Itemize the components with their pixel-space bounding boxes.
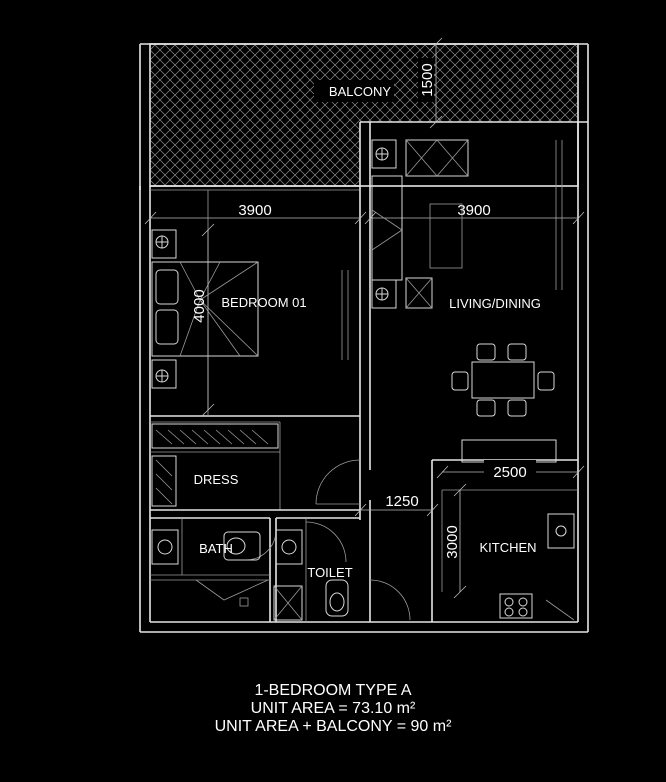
balcony-label: BALCONY (329, 84, 391, 99)
bed (151, 261, 259, 357)
living-width-text: 3900 (457, 202, 490, 219)
living-width-dimension: 3900 (364, 202, 585, 225)
balcony: BALCONY (139, 43, 589, 190)
bath-label: BATH (199, 541, 233, 556)
toilet-label: TOILET (307, 565, 352, 580)
bedroom-depth-dimension: 4000 (191, 223, 215, 417)
kitchen-depth-dimension: 3000 (444, 483, 467, 599)
balcony-depth-dimension: 1500 (418, 37, 443, 129)
kitchen-depth-text: 3000 (444, 525, 461, 558)
bedroom-depth-text: 4000 (191, 289, 208, 322)
living-furniture (371, 139, 469, 309)
unit-walls (139, 122, 589, 633)
bedroom-furniture (151, 229, 259, 389)
corridor-dimension-text: 1250 (385, 493, 418, 510)
kitchen-width-dimension: 2500 (436, 460, 585, 481)
bedroom-label: BEDROOM 01 (221, 295, 306, 310)
living-label: LIVING/DINING (449, 296, 541, 311)
wardrobe (151, 423, 279, 507)
unit-area: UNIT AREA = 73.10 m² (250, 700, 416, 717)
bedroom-width-text: 3900 (238, 202, 271, 219)
plan-title: 1-BEDROOM TYPE A (254, 682, 412, 699)
windows (341, 140, 563, 360)
dress-label: DRESS (194, 472, 239, 487)
balcony-depth-text: 1500 (419, 63, 436, 96)
corridor-dimension: 1250 (354, 493, 439, 517)
unit-area-with-balcony: UNIT AREA + BALCONY = 90 m² (214, 718, 452, 735)
bath-fixtures (151, 529, 349, 621)
kitchen-width-text: 2500 (493, 464, 526, 481)
dining-set (451, 343, 555, 417)
kitchen-label: KITCHEN (479, 540, 536, 555)
